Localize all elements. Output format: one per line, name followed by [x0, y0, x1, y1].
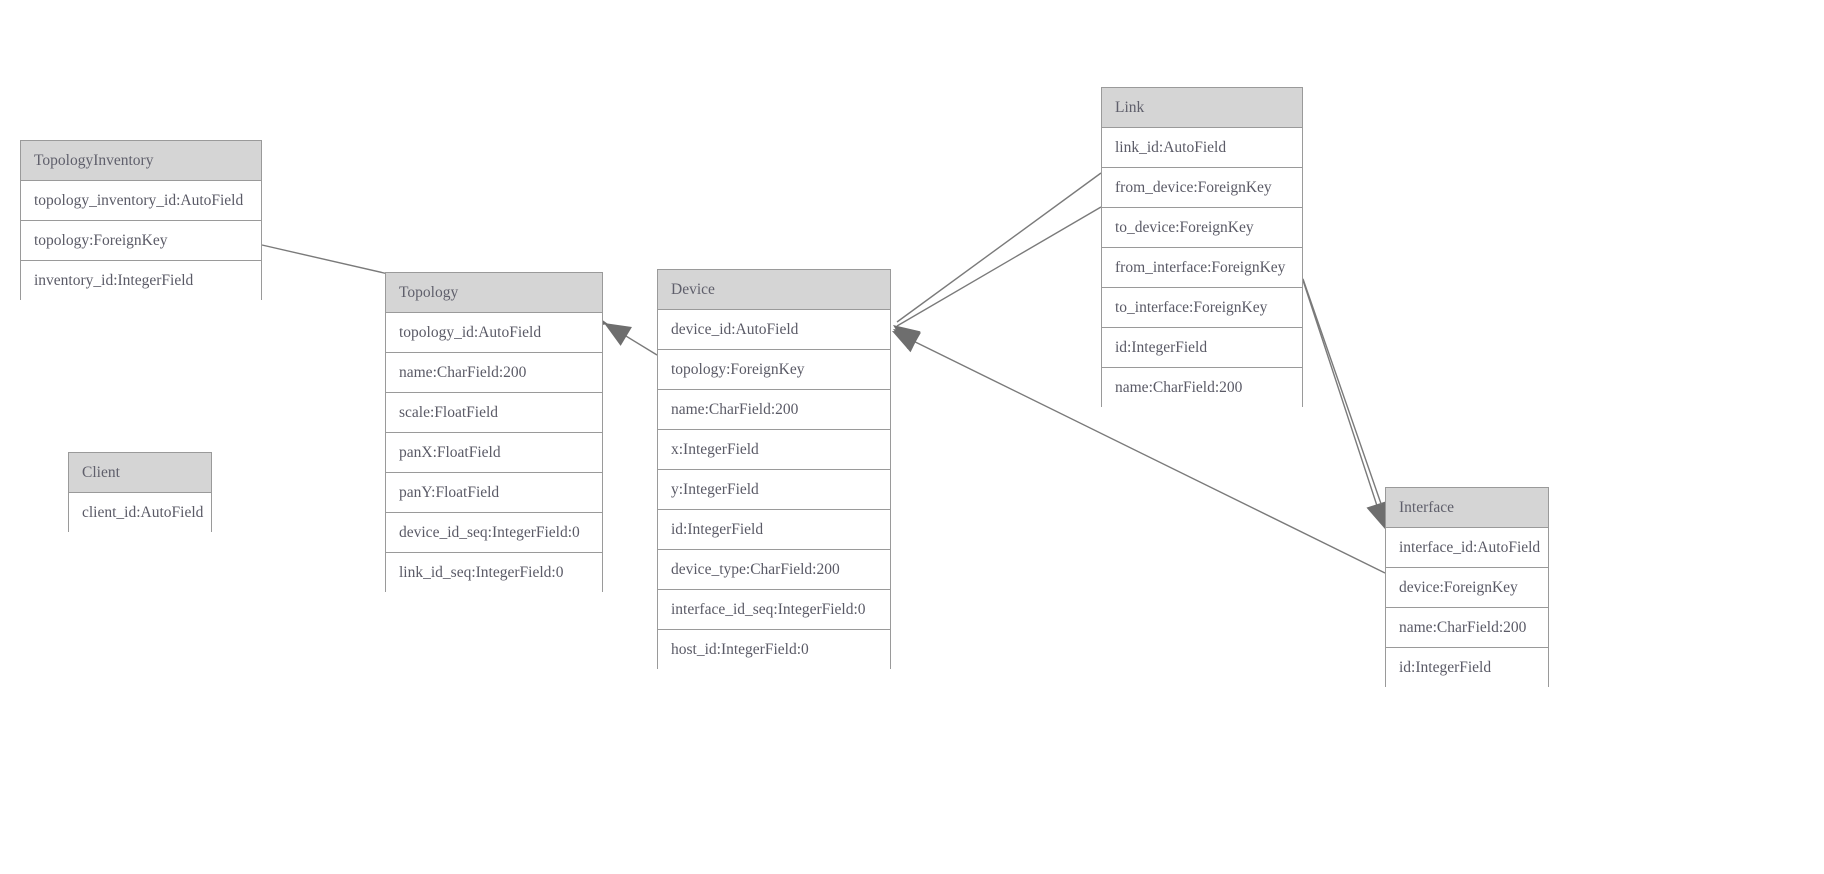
- entity-field: host_id:IntegerField:0: [658, 630, 890, 670]
- entity-field: client_id:AutoField: [69, 493, 211, 533]
- entity-title-device: Device: [658, 270, 890, 310]
- entity-field: name:CharField:200: [1102, 368, 1302, 408]
- relationship-arrowhead: [893, 325, 921, 350]
- relationship-arrowhead: [604, 323, 632, 346]
- entity-field: panX:FloatField: [386, 433, 602, 473]
- relationship-line: [1302, 278, 1388, 522]
- entity-field: name:CharField:200: [658, 390, 890, 430]
- entity-title-client: Client: [69, 453, 211, 493]
- entity-field: x:IntegerField: [658, 430, 890, 470]
- entity-field: interface_id:AutoField: [1386, 528, 1548, 568]
- entity-field: scale:FloatField: [386, 393, 602, 433]
- entity-field: name:CharField:200: [386, 353, 602, 393]
- rel-device-topology: [604, 323, 658, 356]
- entity-field: id:IntegerField: [1102, 328, 1302, 368]
- entity-field: panY:FloatField: [386, 473, 602, 513]
- entity-title-link: Link: [1102, 88, 1302, 128]
- entity-field: link_id_seq:IntegerField:0: [386, 553, 602, 593]
- entity-field: topology_id:AutoField: [386, 313, 602, 353]
- entity-field: id:IntegerField: [1386, 648, 1548, 688]
- entity-title-interface: Interface: [1386, 488, 1548, 528]
- entity-field: interface_id_seq:IntegerField:0: [658, 590, 890, 630]
- entity-field: y:IntegerField: [658, 470, 890, 510]
- entity-field: topology_inventory_id:AutoField: [21, 181, 261, 221]
- entity-field: topology:ForeignKey: [658, 350, 890, 390]
- relationship-line: [607, 324, 658, 356]
- relationship-arrowhead: [893, 329, 922, 352]
- rel-link-interface-from: [1295, 258, 1388, 529]
- relationship-line: [1295, 258, 1383, 522]
- relationship-arrowhead: [892, 331, 921, 353]
- entity-field: id:IntegerField: [658, 510, 890, 550]
- entity-field: device_id:AutoField: [658, 310, 890, 350]
- relationship-line: [896, 206, 1102, 327]
- entity-field: device_type:CharField:200: [658, 550, 890, 590]
- entity-field: device:ForeignKey: [1386, 568, 1548, 608]
- entity-field: to_interface:ForeignKey: [1102, 288, 1302, 328]
- entity-field: topology:ForeignKey: [21, 221, 261, 261]
- entity-field: inventory_id:IntegerField: [21, 261, 261, 301]
- entity-field: device_id_seq:IntegerField:0: [386, 513, 602, 553]
- rel-link-device-to: [893, 206, 1102, 352]
- entity-field: to_device:ForeignKey: [1102, 208, 1302, 248]
- entity-field: from_device:ForeignKey: [1102, 168, 1302, 208]
- entity-field: name:CharField:200: [1386, 608, 1548, 648]
- entity-field: link_id:AutoField: [1102, 128, 1302, 168]
- relationship-line: [896, 172, 1102, 323]
- entity-title-topology: Topology: [386, 273, 602, 313]
- entity-field: from_interface:ForeignKey: [1102, 248, 1302, 288]
- rel-link-device-from: [893, 172, 1102, 350]
- entity-title-topology_inventory: TopologyInventory: [21, 141, 261, 181]
